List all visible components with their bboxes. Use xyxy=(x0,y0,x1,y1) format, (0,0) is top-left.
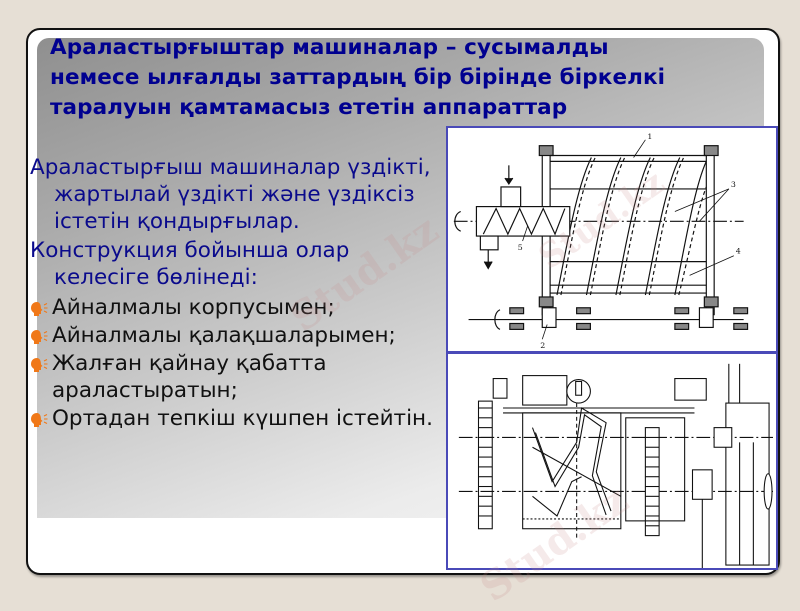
bullet-item: Ортадан тепкіш күшпен істейтін. xyxy=(30,405,440,432)
bullet-item: Айналмалы қалақшаларымен; xyxy=(30,322,440,349)
speaking-head-icon xyxy=(31,413,48,427)
drum-mixer-diagram: 1 2 3 4 5 xyxy=(446,126,778,353)
bullet-text: Айналмалы қалақшаларымен; xyxy=(52,323,396,348)
speaking-head-icon xyxy=(31,358,48,372)
title-line: Араластырғыштар машиналар – сусымалды xyxy=(50,35,609,60)
speaking-head-icon xyxy=(31,330,48,344)
paddle-mixer-diagram xyxy=(446,352,778,570)
bullet-text: Ортадан тепкіш күшпен істейтін. xyxy=(52,406,433,431)
label-5: 5 xyxy=(518,243,523,252)
speaking-head-icon xyxy=(31,302,48,316)
bullet-item: Жалған қайнау қабатта араластыратын; xyxy=(30,350,440,404)
title-line: таралуын қамтамасыз ететін аппараттар xyxy=(50,95,568,120)
slide-title: Араластырғыштар машиналар – сусымалды не… xyxy=(50,33,770,123)
bullet-text: Жалған қайнау қабатта араластыратын; xyxy=(52,351,327,403)
paragraph-mixer-types: Араластырғыш машиналар үздікті, жартылай… xyxy=(30,155,431,234)
bullet-list: Айналмалы корпусымен; Айналмалы қалақшал… xyxy=(30,294,440,432)
title-line: немесе ылғалды заттардың бір бірінде бір… xyxy=(50,65,666,90)
bullet-item: Айналмалы корпусымен; xyxy=(30,294,440,321)
label-4: 4 xyxy=(736,247,741,256)
bullet-text: Айналмалы корпусымен; xyxy=(52,295,335,320)
paragraph-construction: Конструкция бойынша олар келесіге бөліне… xyxy=(30,238,350,290)
drum-mixer-drawing: 1 2 3 4 5 xyxy=(453,132,749,350)
label-2: 2 xyxy=(540,341,545,350)
label-3: 3 xyxy=(731,180,736,189)
paddle-mixer-drawing xyxy=(458,363,773,568)
slide-body: Араластырғыш машиналар үздікті, жартылай… xyxy=(30,154,440,433)
label-1: 1 xyxy=(647,132,652,141)
